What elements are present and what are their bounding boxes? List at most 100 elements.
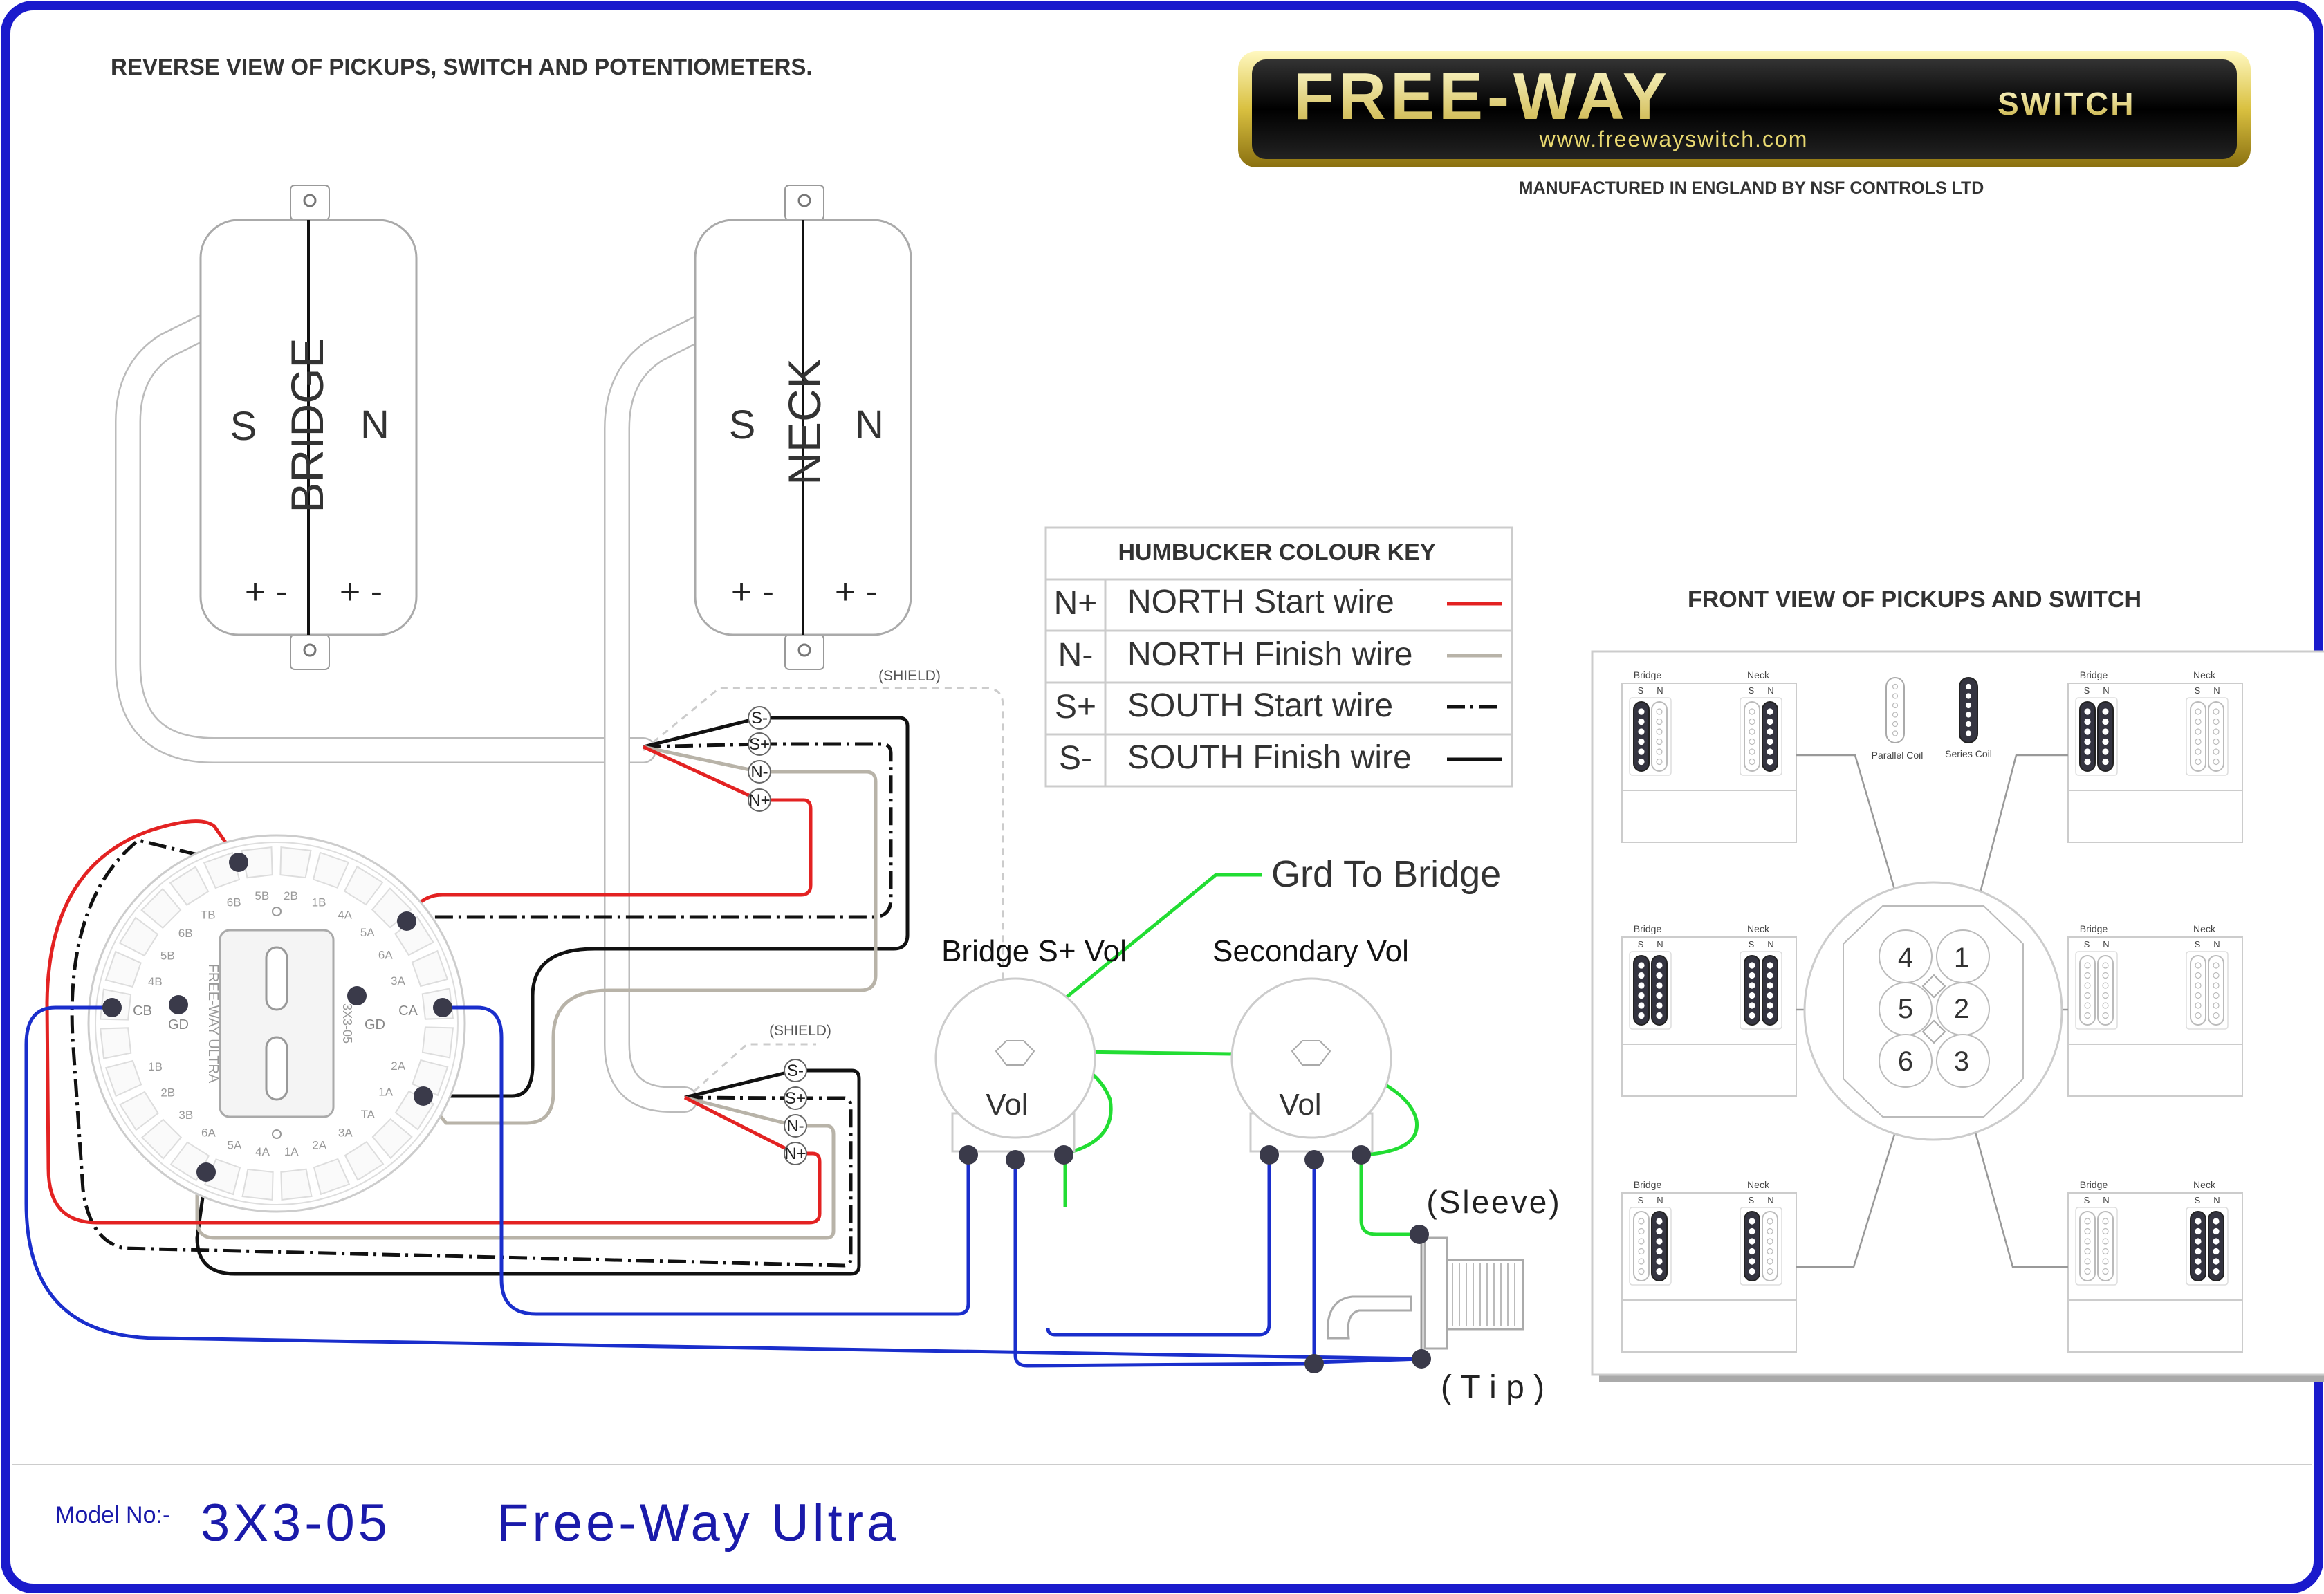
colour-key-label: NORTH Start wire xyxy=(1127,584,1394,620)
coil xyxy=(1651,955,1668,1026)
pole-piece xyxy=(1749,1218,1755,1225)
pole-piece xyxy=(2102,1227,2109,1235)
colour-key-label: NORTH Finish wire xyxy=(1127,636,1413,673)
colour-key-row: S- SOUTH Finish wire xyxy=(1059,739,1502,777)
coil xyxy=(1744,701,1760,772)
pole-piece xyxy=(1767,982,1773,989)
pole-piece xyxy=(2213,738,2220,745)
series-coil-label: Series Coil xyxy=(1945,748,1992,759)
pole-piece xyxy=(2084,1248,2091,1255)
legend-pole xyxy=(1892,683,1899,690)
bottom-terminal-s-plus: S+ xyxy=(785,1089,806,1108)
switch-contact-lug xyxy=(312,851,350,889)
front-pickup-name: Neck xyxy=(2193,669,2216,680)
top-terminal-s-minus: S- xyxy=(751,709,768,728)
colour-key-label: SOUTH Start wire xyxy=(1127,687,1393,724)
legend-pole xyxy=(1892,721,1899,728)
pole-piece xyxy=(1767,1258,1773,1265)
pole-piece xyxy=(2084,718,2091,725)
front-pickup-n: N xyxy=(1767,685,1773,696)
bottom-terminal-n-minus: N- xyxy=(786,1117,804,1136)
front-pickup-s: S xyxy=(2195,685,2201,696)
pole-piece xyxy=(1767,962,1773,969)
switch-ring-label: 5B xyxy=(160,949,175,962)
pole-piece xyxy=(2084,728,2091,735)
pole-piece xyxy=(1749,1248,1755,1255)
neck-polarity-left: + - xyxy=(731,572,774,612)
colour-key-label: SOUTH Finish wire xyxy=(1127,739,1412,776)
pole-piece xyxy=(2213,718,2220,725)
switch-ring-label: 6B xyxy=(227,896,241,909)
pole-piece xyxy=(1656,1248,1663,1255)
pole-piece xyxy=(1749,718,1755,725)
switch-contact-lug xyxy=(280,1168,313,1201)
switch-contact-lug xyxy=(119,1091,159,1131)
coil xyxy=(1651,701,1668,772)
switch-contact-lug xyxy=(140,887,182,929)
pole-piece xyxy=(1638,982,1645,989)
pole-piece xyxy=(1638,992,1645,999)
secondary-vol-label: Vol xyxy=(1279,1088,1321,1122)
pole-piece xyxy=(1656,982,1663,989)
bridge-vol-title: Bridge S+ Vol xyxy=(941,934,1127,968)
switch-ring-label: 5B xyxy=(255,889,269,902)
output-jack: (Sleeve) ( T i p ) xyxy=(1326,1184,1561,1406)
front-pickup-n: N xyxy=(2213,939,2220,949)
pole-piece xyxy=(2084,748,2091,755)
position-2: 2 xyxy=(1954,994,1969,1024)
pole-piece xyxy=(1638,728,1645,735)
pole-piece xyxy=(2213,748,2220,755)
bottom-terminal-n-plus: N+ xyxy=(784,1144,806,1163)
pole-piece xyxy=(1767,972,1773,979)
front-pickup-s: S xyxy=(2195,939,2201,949)
logo-suffix: SWITCH xyxy=(1998,86,2135,122)
switch-contact-lug xyxy=(104,950,142,988)
pole-piece xyxy=(1749,962,1755,969)
coil xyxy=(2079,1211,2096,1281)
front-pickup-name: Neck xyxy=(1747,669,1770,680)
pole-piece xyxy=(2195,982,2202,989)
pole-piece xyxy=(2195,972,2202,979)
pickup-cables xyxy=(115,297,746,1113)
pole-piece xyxy=(1656,748,1663,755)
pole-piece xyxy=(1656,972,1663,979)
pole-piece xyxy=(2195,1002,2202,1009)
legend-pole xyxy=(1892,712,1899,718)
bridge-vol-label: Vol xyxy=(986,1088,1028,1122)
pole-piece xyxy=(1656,1258,1663,1265)
bottom-terminal-block: S- S+ N- N+ xyxy=(784,1059,807,1165)
front-pickup-s: S xyxy=(1638,1195,1644,1205)
bridge-north-label: N xyxy=(360,402,389,447)
pole-piece xyxy=(1767,1002,1773,1009)
coil xyxy=(1651,1211,1668,1281)
pole-piece xyxy=(2213,992,2220,999)
pole-piece xyxy=(1638,1227,1645,1235)
coil xyxy=(1762,701,1778,772)
pole-piece xyxy=(1749,1268,1755,1275)
pole-piece xyxy=(2084,1218,2091,1225)
pole-piece xyxy=(1638,1218,1645,1225)
pole-piece xyxy=(1656,1268,1663,1275)
pole-piece xyxy=(1656,758,1663,766)
switch-body-label: FREE-WAY ULTRA xyxy=(205,964,221,1084)
pole-piece xyxy=(1767,992,1773,999)
switch-ring-label: 2B xyxy=(160,1086,175,1099)
pole-piece xyxy=(1767,1238,1773,1245)
top-terminal-n-plus: N+ xyxy=(748,791,770,810)
pole-piece xyxy=(2195,738,2202,745)
switch-contact-lug xyxy=(104,1059,142,1097)
switch-contact-lug xyxy=(411,949,449,988)
coil xyxy=(2097,1211,2114,1281)
pole-piece xyxy=(1767,758,1773,766)
sleeve-label: (Sleeve) xyxy=(1426,1184,1561,1220)
pole-piece xyxy=(2195,758,2202,766)
pole-piece xyxy=(1749,738,1755,745)
front-pickup-s: S xyxy=(1749,1195,1755,1205)
front-pickup-n: N xyxy=(1657,685,1663,696)
pole-piece xyxy=(2195,708,2202,715)
pole-piece xyxy=(2213,1012,2220,1019)
